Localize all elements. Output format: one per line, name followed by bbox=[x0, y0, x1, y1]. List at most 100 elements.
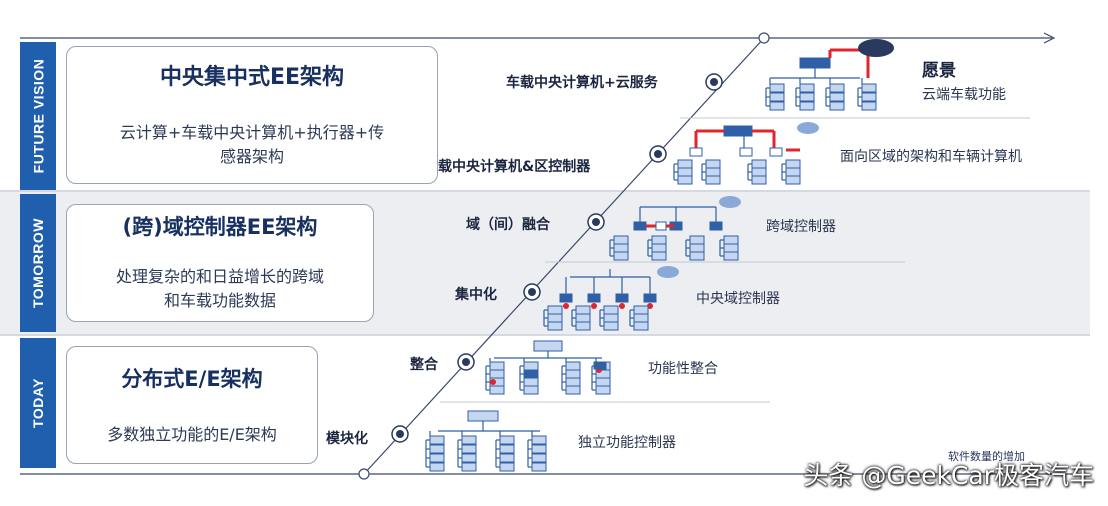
ecu-box bbox=[429, 435, 445, 445]
ecu-box bbox=[677, 167, 693, 177]
tier-title: (跨)域控制器EE架构 bbox=[122, 215, 318, 239]
ecu-box bbox=[651, 243, 667, 253]
tier-desc-line1: 多数独立功能的E/E架构 bbox=[107, 425, 277, 444]
domain-controller bbox=[587, 293, 601, 303]
ecu-box bbox=[769, 92, 785, 102]
ecu-box bbox=[499, 453, 515, 463]
ecu-box bbox=[531, 453, 547, 463]
ecu-box bbox=[565, 369, 581, 379]
ecu-box bbox=[651, 235, 667, 245]
stage-desc-vision: 愿景 bbox=[922, 61, 956, 81]
cloud-icon bbox=[797, 122, 819, 134]
tier-box-tomorrow: (跨)域控制器EE架构 处理复杂的和日益增长的跨域 和车载功能数据 bbox=[66, 204, 374, 322]
ecu-box bbox=[499, 462, 515, 472]
diagonal-end-node bbox=[758, 32, 770, 44]
tier-box-future: 中央集中式EE架构 云计算+车载中央计算机+执行器+传 感器架构 bbox=[66, 46, 438, 184]
tier-title: 中央集中式EE架构 bbox=[159, 65, 345, 90]
ecu-box bbox=[785, 167, 801, 177]
ecu-box bbox=[829, 92, 845, 102]
ecu-box bbox=[523, 369, 539, 379]
ecu-box bbox=[633, 313, 649, 323]
ecu-box bbox=[633, 305, 649, 315]
ecu-box bbox=[613, 235, 629, 245]
ecu-box bbox=[499, 435, 515, 445]
top-axis-arrow bbox=[1043, 32, 1056, 44]
cloud-icon bbox=[719, 196, 741, 208]
ecu-box bbox=[633, 321, 649, 331]
ecu-box bbox=[751, 159, 767, 169]
stage-node-core bbox=[462, 358, 470, 366]
stage-desc-integration: 功能性整合 bbox=[648, 361, 718, 377]
stage-node-core bbox=[592, 218, 600, 226]
ecu-box bbox=[461, 453, 477, 463]
ecu-box bbox=[799, 83, 815, 93]
ecu-box bbox=[593, 361, 607, 370]
ecu-box bbox=[489, 385, 505, 395]
tier-box-today: 分布式E/E架构 多数独立功能的E/E架构 bbox=[66, 346, 318, 464]
vehicle-computer bbox=[723, 125, 753, 137]
ecu-box bbox=[565, 377, 581, 387]
side-label-future-vision: FUTURE VISION bbox=[20, 42, 56, 190]
axis-label: 软件数量的增加 bbox=[948, 450, 1025, 463]
stage-node-core bbox=[654, 150, 662, 158]
ecu-box bbox=[861, 101, 877, 111]
ecu-box bbox=[603, 313, 619, 323]
domain-controller bbox=[615, 293, 629, 303]
stage-label-integration: 整合 bbox=[410, 357, 438, 373]
ecu-box bbox=[547, 321, 563, 331]
ecu-box bbox=[603, 305, 619, 315]
ecu-box bbox=[861, 92, 877, 102]
watermark: 头条 @GeekCar极客汽车 bbox=[803, 461, 1094, 490]
ecu-box bbox=[799, 92, 815, 102]
stage-label-centralization: 集中化 bbox=[455, 287, 497, 303]
stage-node-core bbox=[528, 288, 536, 296]
tier-desc-line2: 和车载功能数据 bbox=[163, 291, 276, 310]
tier-desc-line1: 处理复杂的和日益增长的跨域 bbox=[115, 267, 324, 286]
domain-controller bbox=[643, 293, 657, 303]
ecu-box bbox=[531, 444, 547, 454]
ecu-box bbox=[769, 83, 785, 93]
ecu-box bbox=[705, 159, 721, 169]
ecu-box bbox=[499, 444, 515, 454]
function-dot bbox=[591, 303, 597, 309]
ecu-box bbox=[523, 361, 539, 371]
gateway-box bbox=[467, 410, 499, 422]
ecu-box bbox=[723, 251, 739, 261]
zone-controller bbox=[769, 147, 783, 157]
ecu-box bbox=[613, 243, 629, 253]
ecu-box bbox=[769, 101, 785, 111]
diagonal-start-node bbox=[358, 468, 370, 480]
ecu-box bbox=[689, 251, 705, 261]
evolution-diagonal bbox=[363, 37, 765, 475]
ecu-box bbox=[523, 385, 539, 395]
function-dot bbox=[563, 303, 569, 309]
function-dot bbox=[619, 303, 625, 309]
ecu-box bbox=[547, 305, 563, 315]
tier-desc-line1: 云计算+车载中央计算机+执行器+传 bbox=[119, 123, 385, 142]
ecu-box bbox=[575, 313, 591, 323]
ecu-box bbox=[595, 377, 611, 387]
ecu-box bbox=[689, 235, 705, 245]
stage-desc-centralization: 中央域控制器 bbox=[696, 291, 780, 307]
domain-controller bbox=[709, 221, 723, 231]
side-label-tomorrow: TOMORROW bbox=[20, 194, 56, 332]
ecu-box bbox=[655, 221, 667, 231]
ecu-box bbox=[531, 435, 547, 445]
ecu-box bbox=[461, 462, 477, 472]
ecu-box bbox=[603, 321, 619, 331]
ecu-box bbox=[677, 159, 693, 169]
ecu-box bbox=[613, 251, 629, 261]
ecu-box bbox=[799, 101, 815, 111]
ecu-box bbox=[489, 369, 505, 379]
stage-desc-vision-sub: 云端车载功能 bbox=[922, 87, 1006, 103]
ecu-box bbox=[429, 462, 445, 472]
ecu-box bbox=[651, 251, 667, 261]
zone-controller bbox=[739, 147, 753, 157]
stage-label-cloud: 车载中央计算机+云服务 bbox=[506, 75, 658, 91]
ecu-box bbox=[461, 444, 477, 454]
ecu-box bbox=[489, 361, 505, 371]
stage-desc-modular: 独立功能控制器 bbox=[578, 435, 676, 451]
ecu-box bbox=[861, 83, 877, 93]
ecu-box bbox=[677, 175, 693, 185]
